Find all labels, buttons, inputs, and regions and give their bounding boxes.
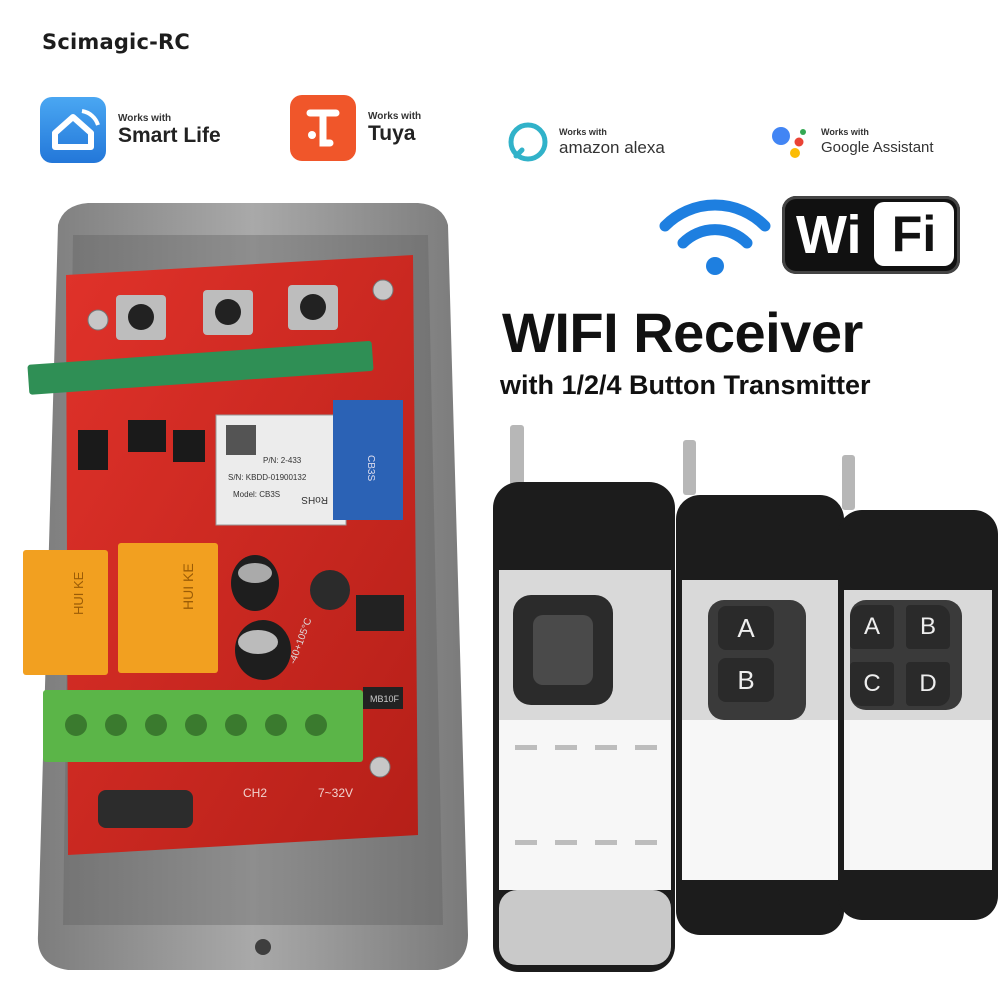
brand-name: Scimagic-RC [42,30,191,54]
smartlife-label: Smart Life [118,123,221,147]
rf-module [27,341,374,395]
headline: WIFI Receiver [502,301,863,364]
relay-2-label: HUI KE [180,563,196,610]
bridge-rectifier [363,687,403,709]
module-rohs: RoHS [301,494,328,505]
terminal-ch2-label: CH2 [243,786,267,800]
wifi-logo-wi: Wi [796,205,862,265]
remote-4-button-d[interactable]: D [906,662,950,706]
smartlife-badge: Works with Smart Life [40,97,221,163]
smartlife-logo-icon [40,97,106,163]
inductor [310,570,350,610]
relay-2 [118,543,218,673]
ic-chip [78,430,108,470]
google-works-with: Works with [821,126,869,137]
ic-chip [173,430,205,462]
alexa-label: amazon alexa [559,137,665,157]
screw-icon [369,756,391,778]
pcb-pushbuttons [116,285,338,340]
remote-1-button [493,425,675,972]
qr-code-icon [226,425,256,455]
google-label: Google Assistant [821,138,934,156]
tuya-logo-icon [290,95,356,161]
tuya-badge: Works with Tuya [290,95,421,161]
subheadline: with 1/2/4 Button Transmitter [500,370,871,400]
google-assistant-icon [772,127,806,158]
google-assistant-badge: Works with Google Assistant [768,120,934,164]
module-pn: P/N: 2-433 [263,456,302,465]
relay-1 [23,550,108,675]
remote-2-button-b[interactable]: B [718,658,774,702]
wifi-receiver-board: RoHS P/N: 2-433 S/N: KBDD-01900132 Model… [23,203,468,970]
alexa-works-with: Works with [559,126,607,137]
antenna [510,425,524,485]
tuya-works-with: Works with [368,110,422,122]
chip-label: MB10F [370,694,400,704]
coil-antenna [98,790,193,828]
alexa-badge: Works with amazon alexa [506,120,665,164]
screw-icon [372,279,394,301]
mounting-hole [255,939,271,955]
antenna [683,440,696,495]
relay-1-label: HUI KE [71,571,86,615]
smartlife-works-with: Works with [118,112,172,124]
wifi-logo: Wi Fi [782,196,960,274]
wifi-signal-icon [659,199,771,275]
alexa-ring-icon [508,122,548,162]
remote-4-button-c[interactable]: C [850,662,894,706]
remote-2-button [676,440,844,935]
terminal-voltage-label: 7~32V [318,786,353,800]
ic-chip [128,420,166,452]
tuya-label: Tuya [368,121,416,145]
antenna [842,455,855,510]
remote-2-button-a[interactable]: A [718,606,774,650]
module-sn: S/N: KBDD-01900132 [228,473,307,482]
module-side-label: CB3S [365,455,376,481]
remote-4-button-b[interactable]: B [906,605,950,649]
remote-4-button-a[interactable]: A [850,605,894,649]
module-model: Model: CB3S [233,490,280,499]
wifi-logo-fi: Fi [874,202,954,266]
screw-icon [87,309,109,331]
ic-chip [356,595,404,631]
